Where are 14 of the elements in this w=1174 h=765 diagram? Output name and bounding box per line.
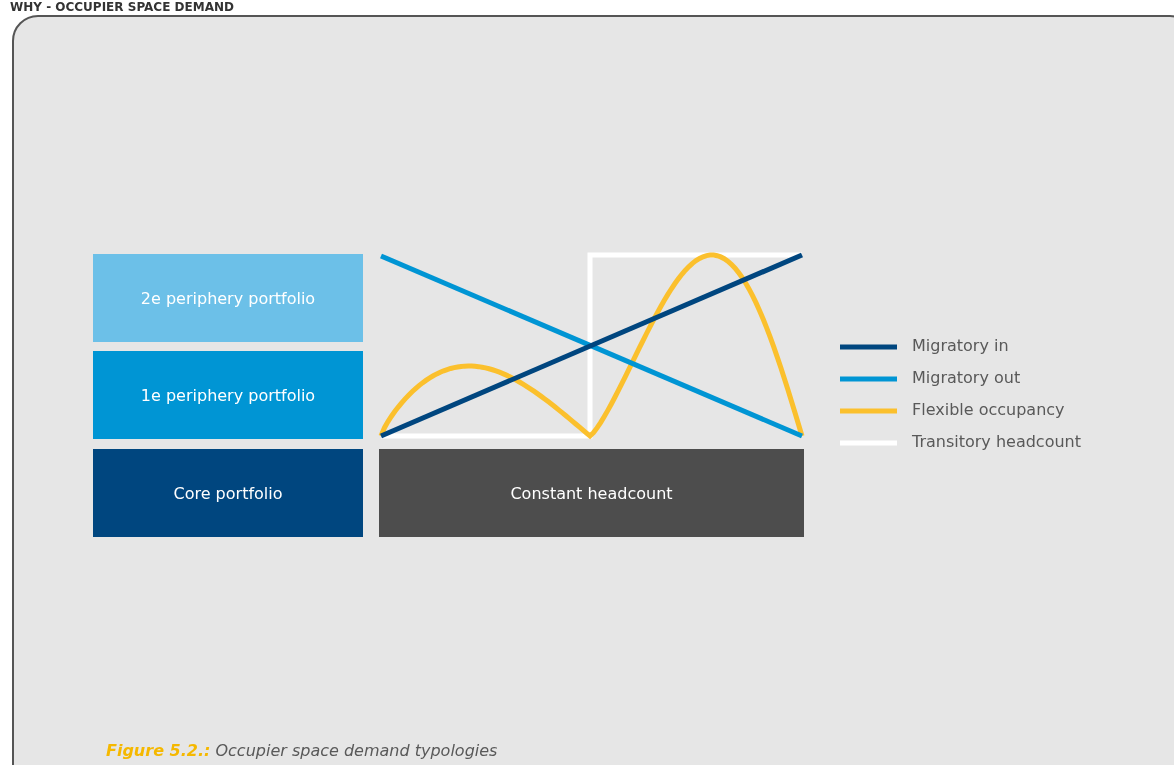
block-label: 1e periphery portfolio xyxy=(140,385,316,405)
page-heading: WHY - OCCUPIER SPACE DEMAND xyxy=(10,0,234,14)
block-label: 2e periphery portfolio xyxy=(140,288,316,308)
portfolio-block xyxy=(93,351,363,439)
legend-label: Transitory headcount xyxy=(912,432,1081,451)
portfolio-block xyxy=(93,254,363,342)
portfolio-block xyxy=(93,449,363,537)
legend-label: Migratory in xyxy=(912,336,1009,355)
block-label: Constant headcount xyxy=(510,483,673,503)
legend-label: Flexible occupancy xyxy=(912,400,1065,419)
figure-caption: Figure 5.2.: Occupier space demand typologies xyxy=(106,741,498,760)
portfolio-block xyxy=(379,449,804,537)
legend-label: Migratory out xyxy=(912,368,1021,387)
block-label: Core portfolio xyxy=(173,483,283,503)
